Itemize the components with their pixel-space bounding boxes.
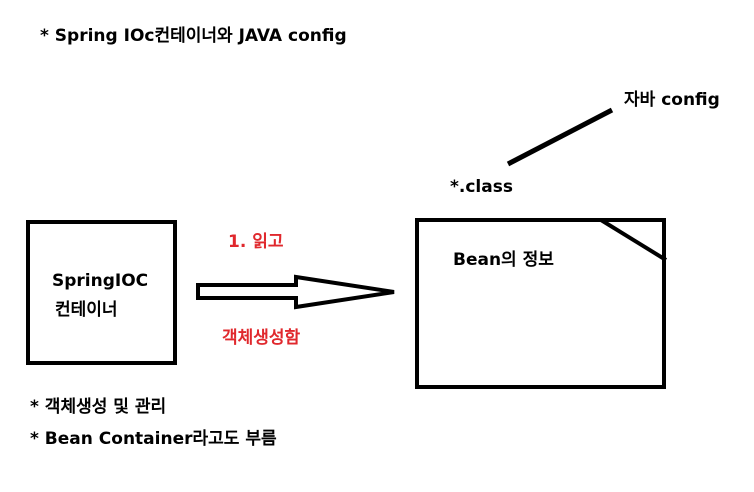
bean-box-label: Bean의 정보 [453,250,554,270]
container-box-line2: 컨테이너 [55,300,118,320]
diagram-title: * Spring IOc컨테이너와 JAVA config [40,26,347,46]
note-item: * 객체생성 및 관리 [30,397,167,417]
config-pointer-line [506,107,614,167]
container-box-line1: SpringIOC [52,271,149,291]
ioc-container-box [26,220,177,365]
read-step-label: 1. 읽고 [228,232,284,252]
java-config-label: 자바 config [624,90,720,110]
bean-info-box [415,218,666,389]
read-arrow [196,274,395,310]
create-objects-label: 객체생성함 [222,328,301,348]
bean-box-fold-corner [599,218,668,262]
class-file-label: *.class [450,177,513,197]
note-item: * Bean Container라고도 부름 [30,429,277,449]
